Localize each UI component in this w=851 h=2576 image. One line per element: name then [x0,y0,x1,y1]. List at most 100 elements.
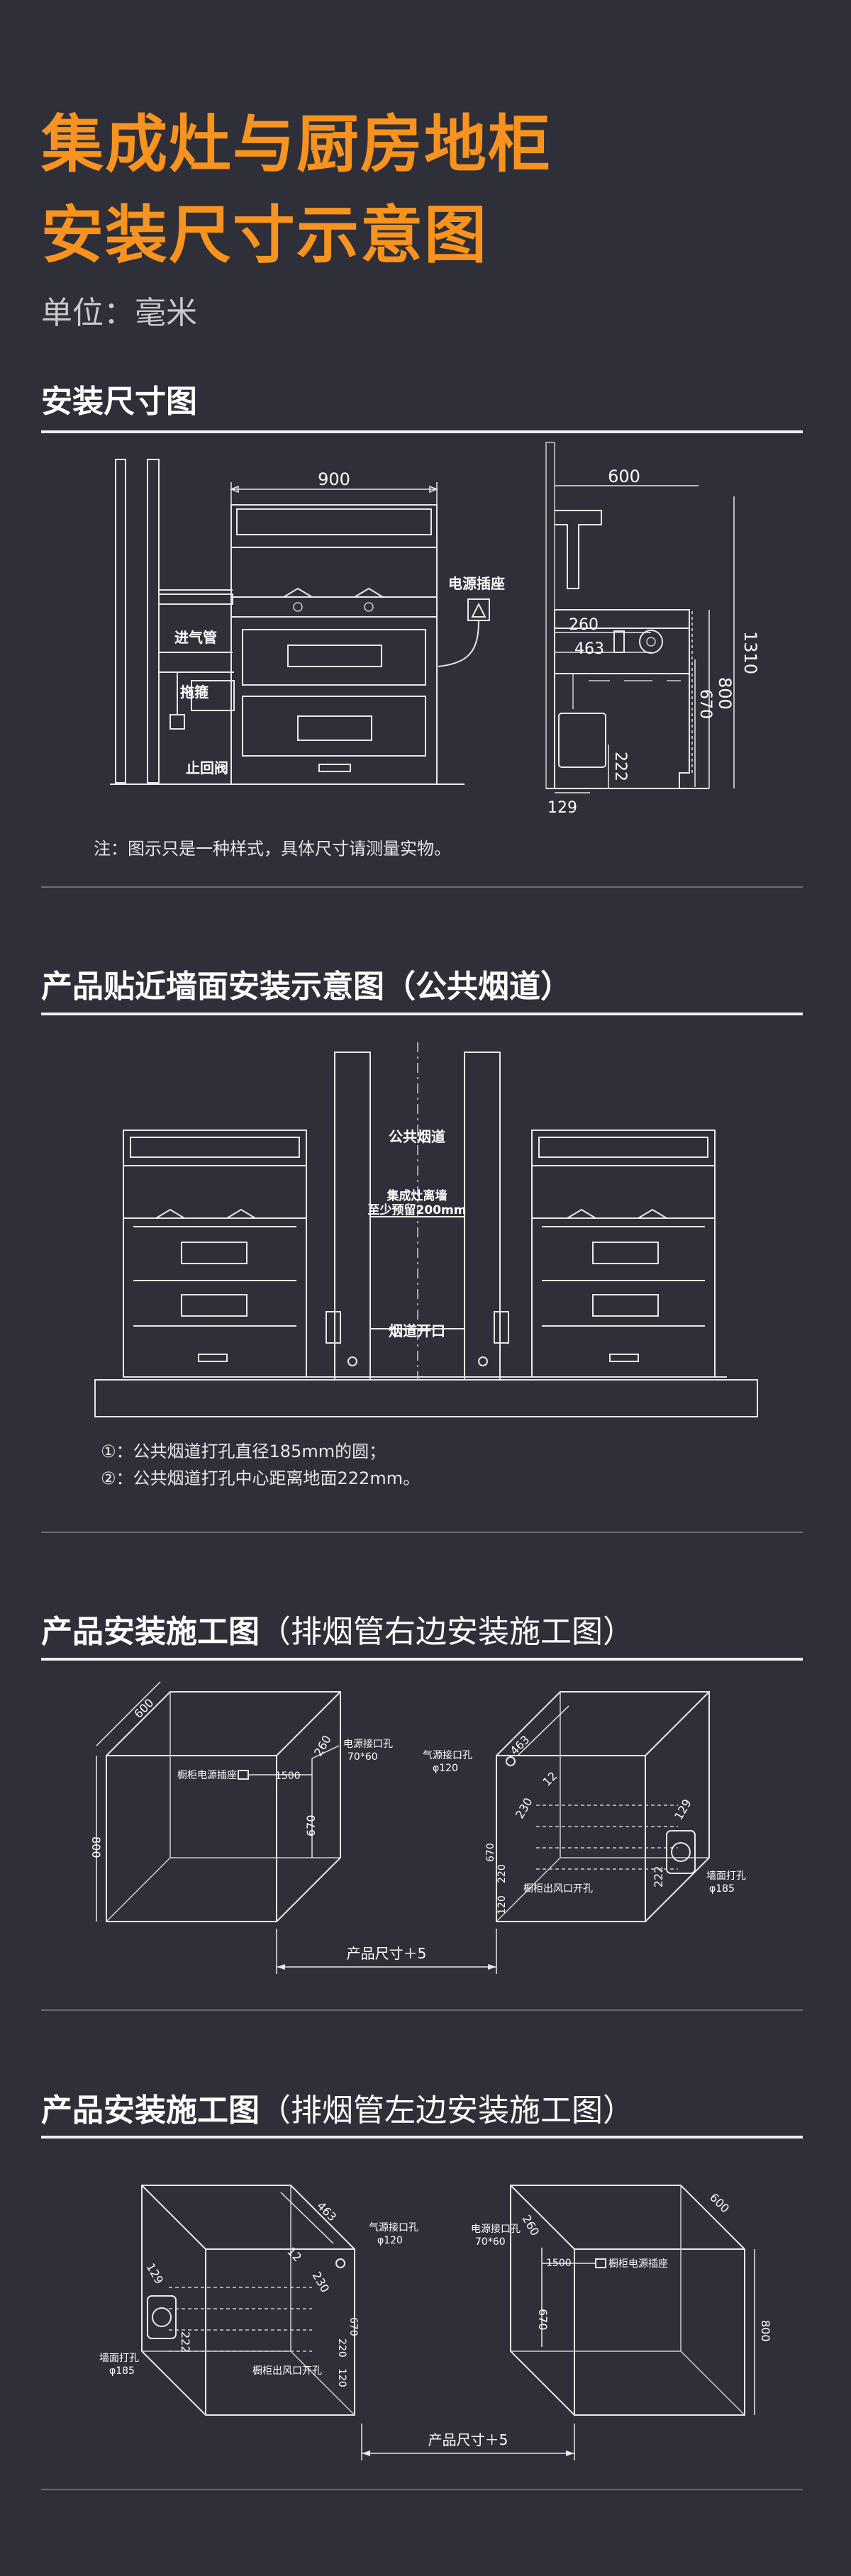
section2-rule [41,1013,803,1015]
l-dim-129: 129 [144,2261,167,2287]
stove-side-view [545,442,709,789]
install-dimension-diagram: 900 电源插座 进气管 拖箍 止回阀 600 1310 800 670 222… [110,442,760,817]
r-dim-129: 129 [672,1797,694,1822]
stove-front [230,504,438,785]
side-dimensions [555,485,735,793]
r-dim-800: 800 [89,1836,103,1858]
left-stove [123,1130,307,1378]
r-dim-1500: 1500 [275,1771,301,1782]
dim-463: 463 [574,640,604,658]
section3-heading-bold: 产品安装施工图 [41,1614,260,1650]
section4-rule [41,2136,803,2139]
l-dim-220: 220 [336,2338,347,2358]
l-dim-600: 600 [707,2190,732,2215]
section1-end-rule [41,886,803,888]
r-gas-hole: 气源接口孔 [423,1749,472,1761]
power-socket-icon [438,598,490,667]
l-dim-12: 12 [284,2244,304,2264]
title-line-2: 安装尺寸示意图 [41,199,489,272]
power-socket-label: 电源插座 [448,575,505,592]
cabinet-box-left [96,1681,341,1922]
r-dim-230: 230 [513,1795,535,1821]
l-power-hole: 电源接口孔 [471,2223,521,2235]
product-size-dimension [276,1929,497,1974]
l-cab-socket: 橱柜电源插座 [608,2258,668,2270]
section3-rule [41,1658,803,1661]
gap-label-2: 至少预留200mm [368,1203,467,1217]
cabinet-box-right [510,2185,755,2416]
dim-900: 900 [318,469,350,489]
l-dim-260: 260 [520,2213,543,2238]
r-power-hole-size: 70*60 [347,1751,378,1763]
r-dim-260: 260 [311,1733,334,1758]
l-wall-hole-size: φ185 [109,2365,135,2377]
l-dim-670b: 670 [536,2309,550,2331]
unit-label: 单位：毫米 [41,295,197,331]
r-gas-hole-size: φ120 [433,1763,458,1774]
l-dim-230: 230 [310,2270,333,2295]
dim-670: 670 [696,689,714,719]
section2-note-1: ①：公共烟道打孔直径185mm的圆； [101,1442,386,1461]
section3-heading-light: （排烟管右边安装施工图） [260,1614,634,1650]
flue-opening-label: 烟道开口 [389,1322,445,1339]
l-dim-120: 120 [336,2368,347,2387]
cabinet-box-left [141,2185,355,2416]
r-dim-600: 600 [131,1696,156,1721]
l-dim-670: 670 [347,2317,359,2336]
r-cab-socket: 橱柜电源插座 [177,1770,237,1781]
section4-heading-light: （排烟管左边安装施工图） [260,2092,634,2129]
gas-pipe [159,671,235,730]
front-brick-walls [115,459,160,784]
dim-600: 600 [608,467,640,486]
section4-heading-bold: 产品安装施工图 [41,2092,260,2129]
r-power-hole: 电源接口孔 [343,1738,393,1750]
section2-note-2: ②：公共烟道打孔中心距离地面222mm。 [101,1468,421,1488]
width-dimension [229,482,439,505]
r-vent-cut: 橱柜出风口开孔 [523,1883,593,1895]
r-dim-670b: 670 [485,1843,496,1862]
l-dim-1500: 1500 [546,2258,572,2269]
section3-heading: 产品安装施工图（排烟管右边安装施工图） [41,1617,634,1648]
cabinet-box-right [496,1691,710,1922]
title-line-1: 集成灶与厨房地柜 [41,108,552,181]
section2-end-rule [41,1532,803,1533]
l-gas-hole: 气源接口孔 [369,2221,418,2234]
dim-800: 800 [715,677,735,710]
section3-end-rule [41,2009,803,2011]
section1-rule [41,430,803,433]
right-stove [531,1130,716,1378]
r-dim-222: 222 [652,1866,665,1888]
dim-260: 260 [569,616,599,634]
l-dim-800: 800 [759,2320,772,2342]
r-dim-220: 220 [496,1864,508,1883]
l-dim-463: 463 [314,2199,339,2224]
r-dim-120: 120 [496,1895,508,1914]
r-dim-670: 670 [304,1814,318,1836]
l-product-size: 产品尺寸＋5 [428,2431,508,2448]
section4-end-rule [41,2489,803,2490]
check-valve-label: 止回阀 [186,759,228,776]
install-left-diagram: 463 气源接口孔 φ120 12 230 670 220 120 129 22… [99,2185,772,2460]
install-right-diagram: 600 800 橱柜电源插座 1500 260 电源接口孔 70*60 670 … [89,1681,746,1974]
l-power-hole-size: 70*60 [475,2236,506,2248]
r-dim-463: 463 [507,1733,532,1758]
hose-label: 拖箍 [180,684,208,701]
section1-note: 注：图示只是一种样式，具体尺寸请测量实物。 [94,839,451,859]
l-dim-222: 222 [179,2331,192,2353]
r-dim-12: 12 [540,1769,560,1789]
r-wall-hole-size: φ185 [709,1883,735,1895]
gas-inlet-label: 进气管 [174,629,217,646]
section2-heading: 产品贴近墙面安装示意图（公共烟道） [41,969,572,1005]
l-wall-hole: 墙面打孔 [99,2352,139,2364]
product-size-dimension [361,2424,575,2460]
dim-1310: 1310 [740,631,760,674]
l-vent-cut: 橱柜出风口开孔 [252,2365,322,2377]
flue-holes [326,1216,509,1366]
flue-label: 公共烟道 [389,1128,445,1145]
section1-heading: 安装尺寸图 [41,384,197,420]
dim-129: 129 [547,799,577,817]
dim-222: 222 [611,752,629,781]
r-product-size: 产品尺寸＋5 [347,1945,427,1962]
public-flue-diagram: 公共烟道 集成灶离墙 至少预留200mm 烟道开口 [94,1042,758,1417]
section4-heading: 产品安装施工图（排烟管左边安装施工图） [41,2095,634,2126]
